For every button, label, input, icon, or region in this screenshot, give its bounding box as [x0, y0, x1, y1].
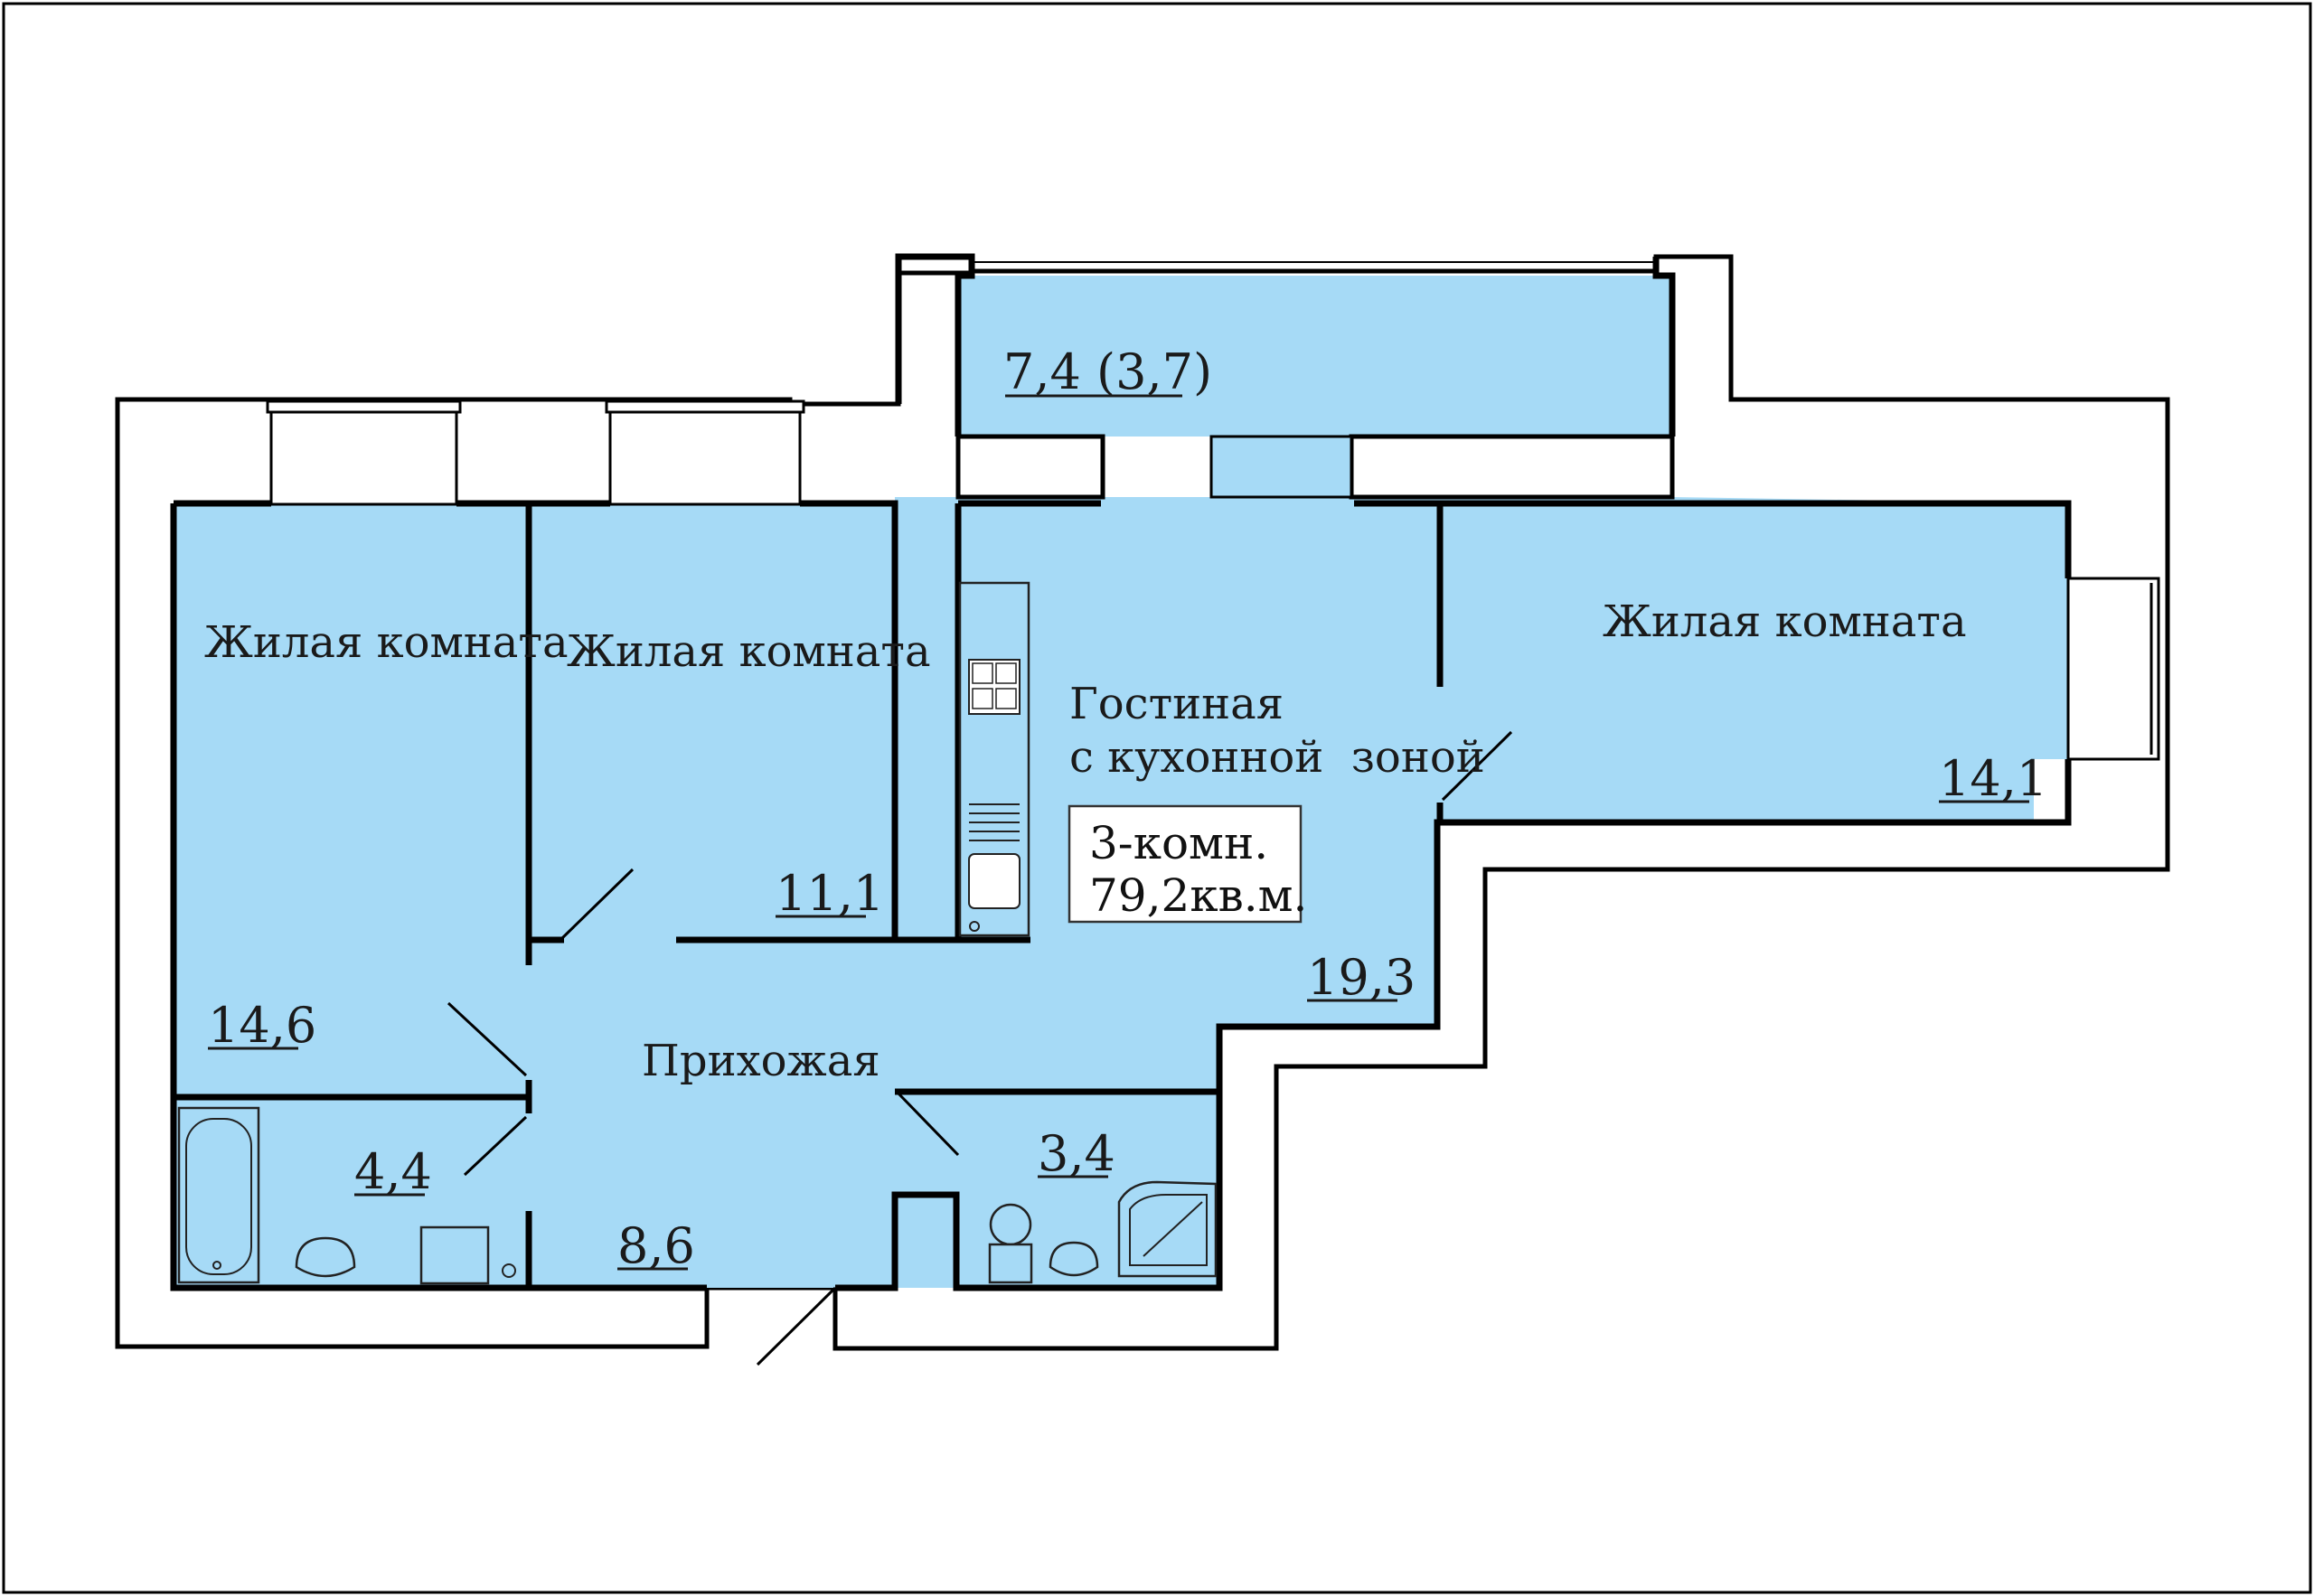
bedroom-left-label: Жилая комната: [204, 617, 569, 668]
window-bedroom-left: [269, 403, 458, 506]
door-bedroom-right: [1441, 730, 1513, 802]
washbasin-left-icon: [295, 1236, 356, 1278]
living-area: 19,3: [1307, 949, 1416, 1006]
summary-rooms: 3-комн.: [1089, 817, 1268, 869]
balcony-outline: [895, 253, 1676, 437]
door-bath-right: [897, 1092, 960, 1157]
bath-left-area: 4,4: [354, 1143, 432, 1200]
balcony-wall-right: [1349, 434, 1675, 500]
door-bedroom-left: [447, 1001, 528, 1077]
kitchen-sink-icon: [968, 853, 1021, 909]
door-bedroom-mid: [560, 868, 635, 940]
bedroom-right-area: 14,1: [1939, 750, 2047, 807]
partition-bedroom-left-bath: [174, 1080, 532, 1113]
outer-wall-line: [170, 500, 2072, 1291]
washing-machine-icon: [419, 1225, 490, 1285]
living-label-line1: Гостиная: [1069, 679, 1284, 729]
door-bath-left: [463, 1115, 528, 1177]
summary-total: 79,2кв.м.: [1089, 869, 1307, 922]
partition-bedrooms: [525, 503, 564, 965]
summary-badge: [1068, 804, 1303, 924]
balcony-area: 7,4 (3,7): [1003, 343, 1212, 400]
window-bedroom-right: [2066, 577, 2160, 761]
toilet-icon: [989, 1203, 1032, 1246]
bedroom-left-area: 14,6: [208, 997, 316, 1054]
window-bedroom-mid: [608, 403, 802, 506]
door-entrance: [756, 1286, 837, 1366]
hall-area: 8,6: [617, 1217, 695, 1274]
living-label-line2: с кухонной зоной: [1069, 732, 1485, 783]
kitchen-vent-icon: [969, 803, 1020, 841]
bath-right-area: 3,4: [1038, 1125, 1115, 1182]
hall-label: Прихожая: [642, 1036, 880, 1086]
bedroom-mid-area: 11,1: [776, 865, 884, 922]
stove-icon: [968, 659, 1021, 715]
shower-cabin-icon: [1117, 1180, 1218, 1278]
balcony-wall-left: [955, 434, 1105, 500]
bathtub-icon: [177, 1106, 260, 1284]
bedroom-mid-label: Жилая комната: [567, 626, 931, 677]
balcony-door: [1209, 435, 1353, 499]
washbasin-right-icon: [1049, 1241, 1099, 1277]
bedroom-right-label: Жилая комната: [1603, 596, 1967, 647]
